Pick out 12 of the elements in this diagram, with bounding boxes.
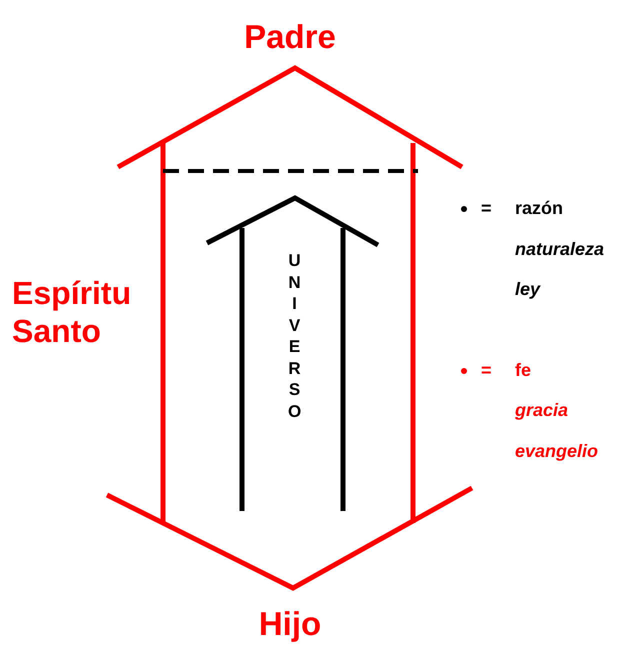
legend-text: naturaleza [515, 238, 604, 261]
side-label: Espíritu Santo [12, 274, 132, 351]
legend-text: gracia [515, 399, 568, 422]
equals-sign: = [481, 197, 492, 220]
legend-text: fe [515, 359, 532, 382]
legend-text: ley [515, 278, 540, 301]
equals-sign: = [481, 359, 492, 382]
bottom-label: Hijo [258, 606, 322, 642]
legend-text: evangelio [515, 440, 598, 463]
vertical-label: UNIVERSO [288, 250, 301, 423]
legend-text: razón [515, 197, 564, 220]
top-label: Padre [243, 17, 337, 57]
